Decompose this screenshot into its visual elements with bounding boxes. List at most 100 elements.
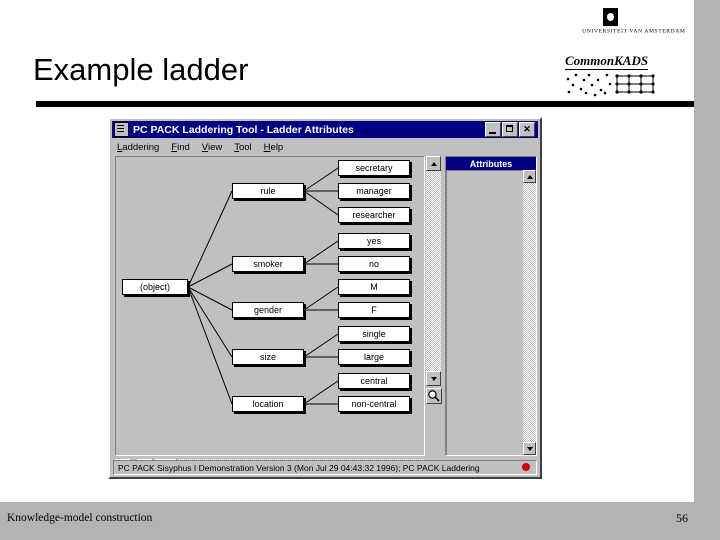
ladder-node-value[interactable]: manager [338,183,410,199]
menu-item-tool-mnemonic: T [234,141,239,153]
slide-right-band [694,0,720,502]
attributes-scroll-up-button[interactable] [523,170,536,183]
ladder-node-concept[interactable]: gender [232,302,304,318]
menu-item-view-mnemonic: V [201,141,208,153]
ladder-node-label: smoker [253,259,283,269]
menu-item-view-label: iew [207,141,223,153]
ladder-edge-rule-researcher [303,190,339,216]
menu-item-find-mnemonic: F [171,141,178,153]
canvas-scroll-up-button[interactable] [426,156,441,171]
chevron-down-icon [527,447,533,451]
ladder-node-value[interactable]: no [338,256,410,272]
application-window: PC PACK Laddering Tool - Ladder Attribut… [108,117,542,479]
ladder-edge-rule-secretary [303,167,339,192]
canvas-vertical-scrollbar-track[interactable] [426,171,441,371]
slide-footer-label: Knowledge-model construction [7,512,153,524]
ladder-node-label: single [362,329,386,339]
ladder-diagram: (object) rule smoker gender size location secr… [116,157,424,455]
ladder-edge-root-size [187,286,233,358]
close-button[interactable]: ✕ [519,122,535,137]
menu-item-find[interactable]: Find [171,142,190,153]
chevron-down-icon [431,377,437,381]
ladder-node-label: large [363,352,384,362]
ladder-edge-root-smoker [187,263,233,288]
ladder-node-value[interactable]: non-central [338,396,410,412]
menu-item-help-label: elp [270,141,284,153]
menu-item-find-label: ind [177,141,190,153]
commonkads-dot-grid-icon [565,72,657,98]
ladder-node-label: rule [260,186,276,196]
ladder-node-value[interactable]: yes [338,233,410,249]
ladder-node-value[interactable]: large [338,349,410,365]
ladder-node-label: (object) [139,282,170,292]
commonkads-logo: CommonKADS [565,52,657,98]
status-bar: PC PACK Sisyphus I Demonstration Version… [113,460,537,476]
window-title: PC PACK Laddering Tool - Ladder Attribut… [133,123,354,136]
menu-item-help[interactable]: Help [264,142,284,153]
ladder-node-label: central [360,376,388,386]
attributes-panel-title: Attributes [469,158,513,169]
menu-item-view[interactable]: View [202,142,222,153]
slide-footer-band [0,502,720,540]
menu-item-laddering[interactable]: Laddering [117,142,159,153]
university-logo: UNIVERSITEIT VAN AMSTERDAM [582,8,685,38]
ladder-node-label: yes [366,236,381,246]
ladder-edge-root-gender [187,286,233,311]
ladder-edges [187,167,339,405]
ladder-node-label: non-central [351,399,397,409]
chevron-up-icon [431,162,437,166]
maximize-button[interactable] [502,122,518,137]
ladder-edge-size-single [303,333,339,358]
ladder-node-concept[interactable]: rule [232,183,304,199]
university-logo-label: UNIVERSITEIT VAN AMSTERDAM [582,28,686,35]
ladder-node-label: location [252,399,284,409]
ladder-node-value[interactable]: M [338,279,410,295]
ladder-node-label: gender [253,305,283,315]
menu-item-help-mnemonic: H [263,141,271,153]
attributes-scrollbar-track[interactable] [523,183,536,442]
ladder-node-label: secretary [355,163,393,173]
ladder-canvas-pane[interactable]: (object) rule smoker gender size location secr… [115,156,425,456]
ladder-node-value[interactable]: secretary [338,160,410,176]
ladder-edge-gender-M [303,286,339,311]
page-title: Example ladder [33,52,249,87]
ladder-node-value[interactable]: F [338,302,410,318]
attributes-list[interactable] [446,170,536,455]
canvas-side-controls [426,156,442,456]
menu-item-laddering-mnemonic: L [117,141,123,153]
ladder-node-label: no [368,259,379,269]
ladder-node-concept[interactable]: smoker [232,256,304,272]
minimize-button[interactable] [485,122,501,137]
canvas-zoom-tool-button[interactable] [426,388,442,404]
chevron-up-icon [527,175,533,179]
status-bar-text: PC PACK Sisyphus I Demonstration Version… [118,462,480,473]
ladder-node-root[interactable]: (object) [122,279,188,295]
uva-shield-icon [602,8,618,26]
ladder-node-concept[interactable]: size [232,349,304,365]
ladder-node-label: F [371,305,377,315]
menu-item-laddering-label: addering [122,141,160,153]
status-bar-inner: PC PACK Sisyphus I Demonstration Version… [113,460,537,475]
ladder-node-label: size [259,352,276,362]
commonkads-wordmark: CommonKADS [565,53,649,70]
attributes-panel[interactable]: Attributes [445,156,537,456]
attributes-vertical-scrollbar[interactable] [523,170,536,455]
ladder-node-concept[interactable]: location [232,396,304,412]
application-icon[interactable] [114,122,129,137]
ladder-edge-root-location [187,286,233,405]
attributes-panel-titlebar: Attributes [446,157,536,170]
canvas-scroll-down-button[interactable] [426,371,441,386]
title-divider [36,101,694,107]
ladder-node-label: researcher [352,210,396,220]
menu-bar: Laddering Find View Tool Help [112,139,538,155]
ladder-node-value[interactable]: single [338,326,410,342]
slide-page-number: 56 [676,511,688,525]
ladder-edge-root-rule [187,190,233,288]
window-titlebar[interactable]: PC PACK Laddering Tool - Ladder Attribut… [112,121,538,138]
ladder-node-value[interactable]: researcher [338,207,410,223]
attributes-scroll-down-button[interactable] [523,442,536,455]
menu-item-tool-label: ool [238,141,252,153]
menu-item-tool[interactable]: Tool [234,142,251,153]
ladder-node-value[interactable]: central [338,373,410,389]
